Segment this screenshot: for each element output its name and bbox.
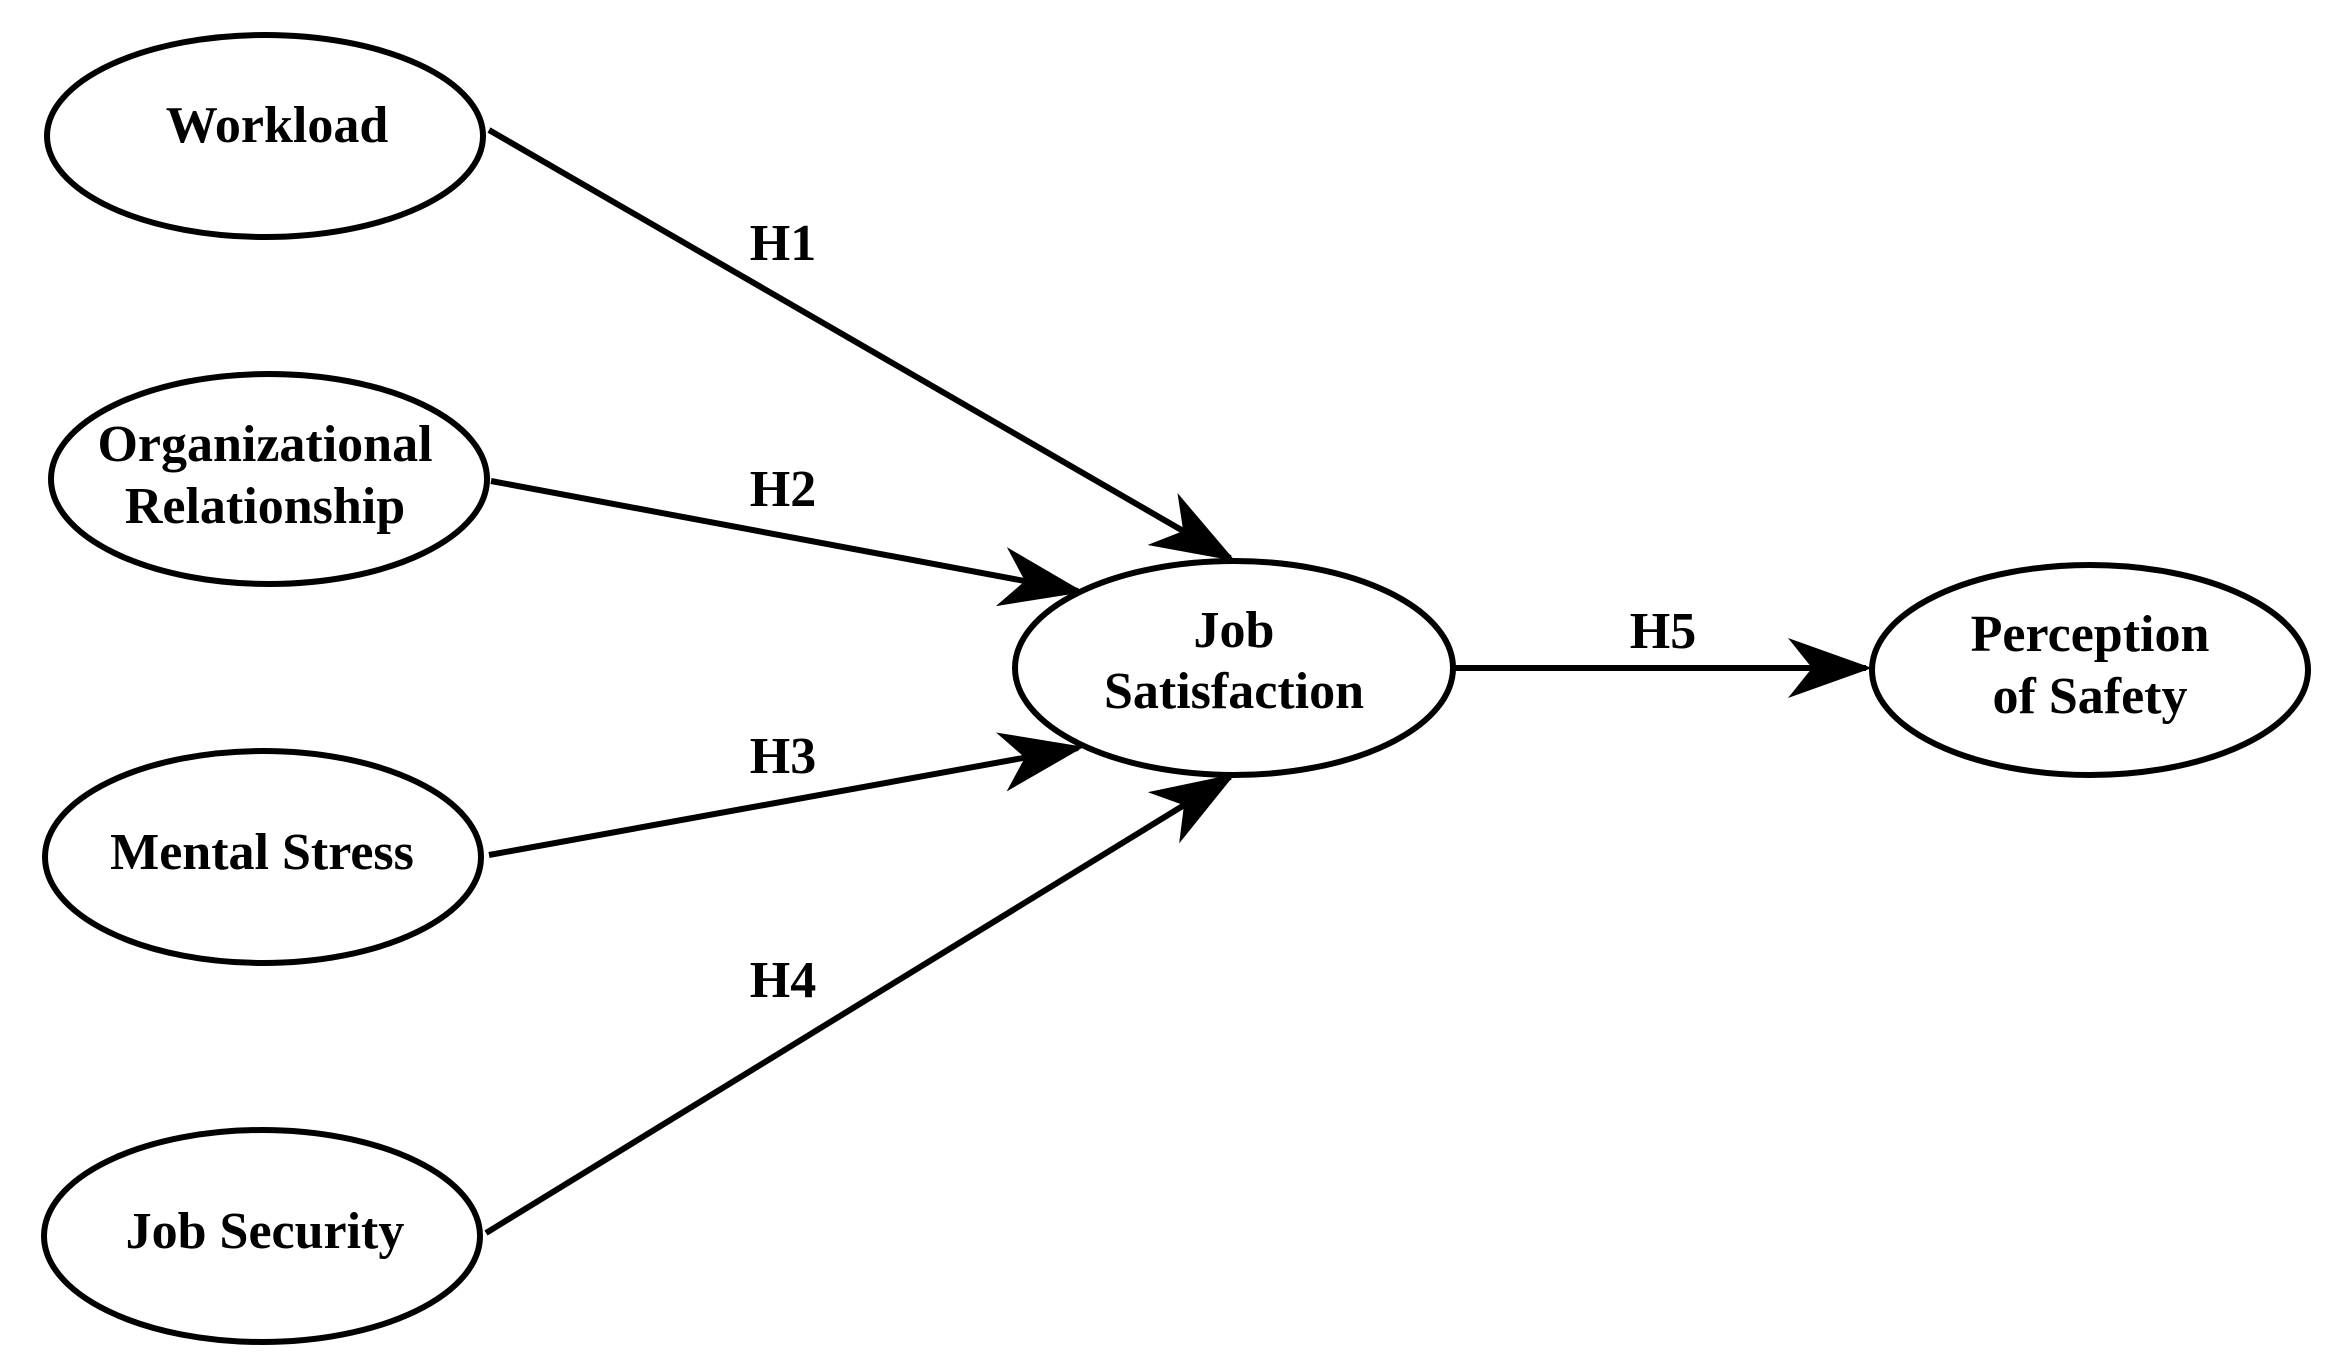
edge-h2-line (490, 478, 1084, 607)
node-mental-stress-ellipse (42, 748, 484, 966)
node-organizational-relationship-label-line1: Organizational (97, 416, 432, 473)
edge-h3-line (488, 732, 1084, 858)
edge-h1: H1 (487, 127, 1236, 562)
edge-h5-label: H5 (1630, 603, 1696, 660)
edge-h4-line (484, 773, 1236, 1236)
node-perception-of-safety: Perception of Safety (1869, 562, 2311, 778)
node-mental-stress-label: Mental Stress (110, 824, 414, 881)
node-workload-ellipse (44, 32, 486, 240)
edge-h4: H4 (484, 773, 1236, 1236)
node-job-satisfaction-ellipse (1012, 558, 1456, 778)
edge-h2: H2 (490, 461, 1084, 607)
node-perception-of-safety-label-line1: Perception (1971, 606, 2210, 663)
node-job-satisfaction: Job Satisfaction (1012, 558, 1456, 778)
edge-h4-label: H4 (750, 952, 816, 1009)
node-job-satisfaction-label-line2: Satisfaction (1104, 663, 1364, 720)
node-organizational-relationship-label-line2: Relationship (125, 478, 405, 535)
node-mental-stress: Mental Stress (42, 748, 484, 966)
nodes: Workload Organizational Relationship Men… (41, 32, 2311, 1345)
node-job-satisfaction-label-line1: Job (1194, 602, 1275, 659)
node-workload: Workload (44, 32, 486, 240)
node-job-security-label: Job Security (126, 1203, 405, 1260)
edge-h5: H5 (1455, 603, 1872, 698)
node-organizational-relationship: Organizational Relationship (48, 371, 490, 587)
edge-h1-label: H1 (750, 215, 816, 272)
node-perception-of-safety-label-line2: of Safety (1993, 668, 2188, 725)
edges: H1 H2 H3 H4 H5 (484, 127, 1872, 1236)
node-job-security-ellipse (41, 1127, 483, 1345)
node-workload-label: Workload (166, 97, 389, 154)
edge-h2-label: H2 (750, 461, 816, 518)
node-organizational-relationship-ellipse (48, 371, 490, 587)
edge-h3-label: H3 (750, 728, 816, 785)
node-job-security: Job Security (41, 1127, 483, 1345)
edge-h1-line (487, 127, 1236, 562)
edge-h3: H3 (488, 728, 1084, 858)
node-perception-of-safety-ellipse (1869, 562, 2311, 778)
